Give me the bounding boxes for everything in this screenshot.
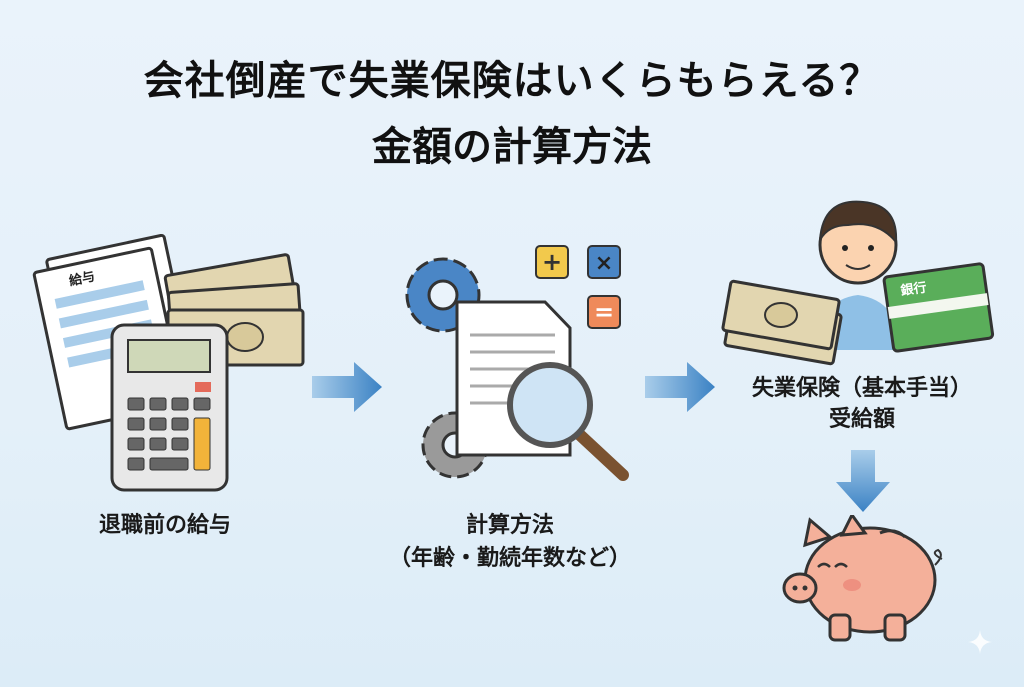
magnifier-icon (507, 362, 629, 481)
calculator-icon (110, 323, 229, 492)
step2-caption-line1: 計算方法 (465, 513, 554, 538)
plus-icon: + (535, 245, 569, 279)
multiply-icon: × (587, 245, 621, 279)
payslip-label: 給与 (68, 268, 97, 289)
calculation-illustration: + × = (405, 245, 629, 481)
title-line-2: 金額の計算方法 (372, 124, 652, 170)
step2-caption-line2: （年齢・勤続年数など） (388, 546, 631, 571)
svg-text:×: × (595, 251, 613, 276)
equals-icon: = (587, 295, 621, 329)
bankbook-icon: 銀行 (882, 262, 995, 353)
title-line-1: 会社倒産で失業保険はいくらもらえる？ (143, 58, 881, 104)
benefit-illustration: 銀行 (721, 200, 995, 366)
arrow-down-icon (836, 450, 890, 512)
person-avatar (813, 200, 903, 350)
arrow-right-icon (312, 362, 382, 412)
step3-caption-line2: 受給額 (828, 407, 895, 432)
bankbook-label: 銀行 (900, 280, 928, 299)
svg-text:+: + (542, 248, 562, 276)
svg-text:=: = (594, 298, 614, 326)
step3-caption-line1: 失業保険（基本手当） (751, 376, 972, 401)
banknotes-icon (721, 279, 843, 366)
salary-illustration: 給与 (32, 233, 305, 492)
step1-caption: 退職前の給与 (98, 513, 231, 538)
sparkle-watermark-icon (968, 630, 992, 654)
piggy-bank-icon (782, 515, 943, 642)
arrow-right-icon (645, 362, 715, 412)
